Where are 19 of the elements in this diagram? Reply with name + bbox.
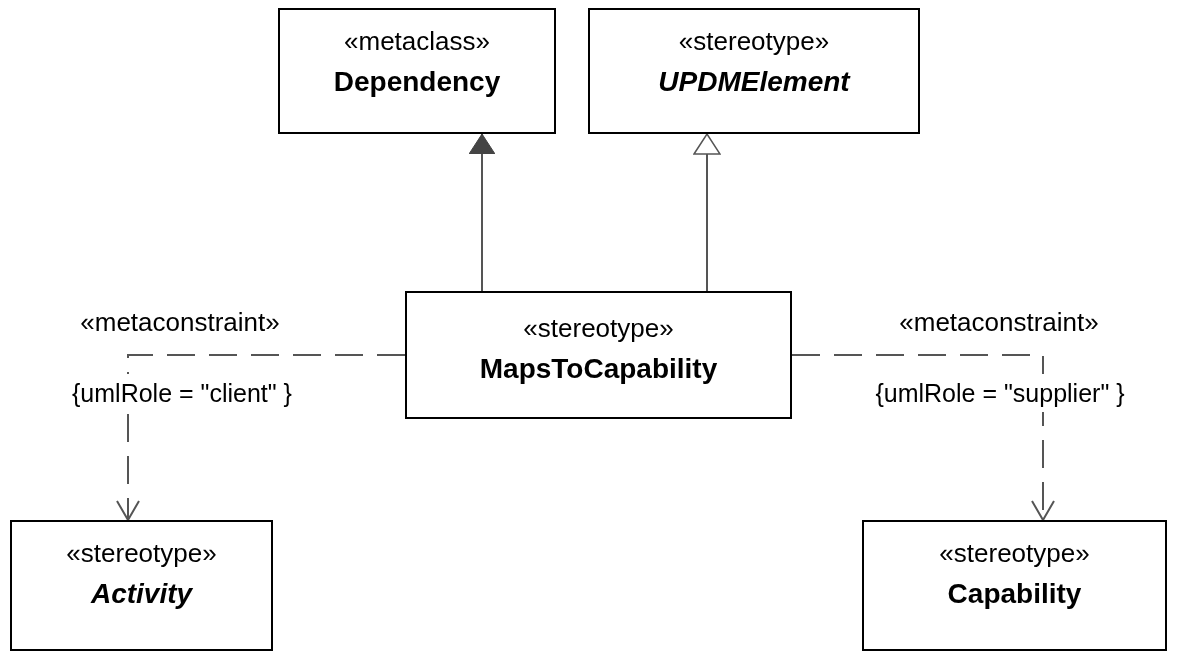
arrow bbox=[116, 354, 406, 521]
stereotype-label: «stereotype» bbox=[523, 312, 674, 345]
class-box bbox=[862, 520, 1167, 651]
arrow bbox=[791, 354, 1055, 521]
arrow bbox=[693, 133, 721, 292]
class-name: Dependency bbox=[333, 65, 501, 99]
stereotype-label: «stereotype» bbox=[66, 537, 217, 570]
stereotype-label: «metaclass» bbox=[344, 25, 490, 58]
class-box bbox=[278, 8, 556, 134]
class-box bbox=[405, 291, 792, 419]
class-name: MapsToCapability bbox=[479, 352, 718, 386]
class-name: Capability bbox=[947, 577, 1082, 611]
arrow bbox=[468, 133, 496, 292]
stereotype-label: «stereotype» bbox=[678, 25, 830, 58]
stereotype-label: «stereotype» bbox=[939, 537, 1090, 570]
class-box bbox=[588, 8, 920, 134]
class-box bbox=[10, 520, 273, 651]
class-name: UPDMElement bbox=[658, 65, 850, 99]
class-name: Activity bbox=[90, 577, 193, 611]
